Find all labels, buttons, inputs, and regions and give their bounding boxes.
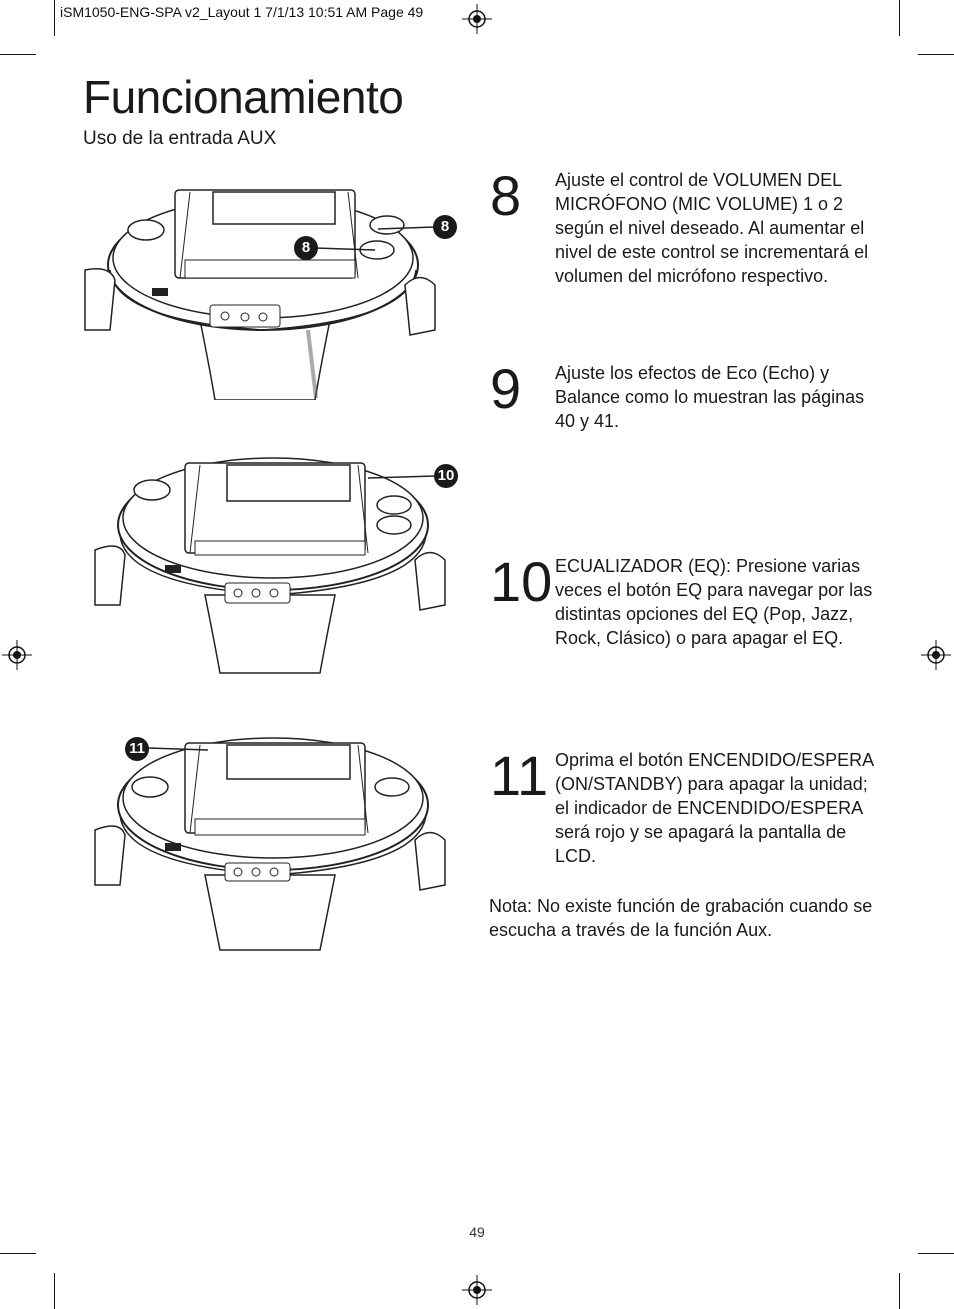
crop-mark [918,1253,954,1254]
callout-badge: 8 [433,215,457,239]
registration-mark-icon [2,640,32,670]
crop-mark [0,1253,36,1254]
step-number: 11 [490,744,549,807]
print-slug: iSM1050-ENG-SPA v2_Layout 1 7/1/13 10:51… [60,4,424,20]
karaoke-unit-illustration [94,457,446,674]
registration-mark-icon [921,640,951,670]
callout-badge: 11 [125,737,149,761]
crop-mark [899,0,900,36]
step-number: 10 [490,550,553,613]
karaoke-unit-illustration [84,189,436,400]
step-text: ECUALIZADOR (EQ): Presione varias veces … [555,556,873,648]
crop-mark [899,1273,900,1309]
step-text: Oprima el botón ENCENDIDO/ESPERA (ON/STA… [555,750,874,866]
crop-mark [0,54,36,55]
crop-mark [918,54,954,55]
karaoke-unit-illustration [94,737,446,951]
section-subtitle: Uso de la entrada AUX [83,128,277,149]
note-paragraph: Nota: No existe función de grabación cua… [489,894,879,942]
page-number: 49 [469,1224,485,1240]
registration-mark-icon [462,4,492,34]
note-label: Nota: [489,896,533,916]
step-text: Ajuste los efectos de Eco (Echo) y Balan… [555,363,865,431]
step-text: Ajuste el control de VOLUMEN DEL MICRÓFO… [555,170,869,286]
step-number: 9 [490,357,522,420]
callout-badge: 10 [434,464,458,488]
crop-mark [54,0,55,36]
registration-mark-icon [462,1275,492,1305]
page-title: Funcionamiento [83,71,404,123]
callout-badge: 8 [294,236,318,260]
step-number: 8 [490,164,522,227]
note-text: No existe función de grabación cuando se… [489,896,873,940]
crop-mark [54,1273,55,1309]
